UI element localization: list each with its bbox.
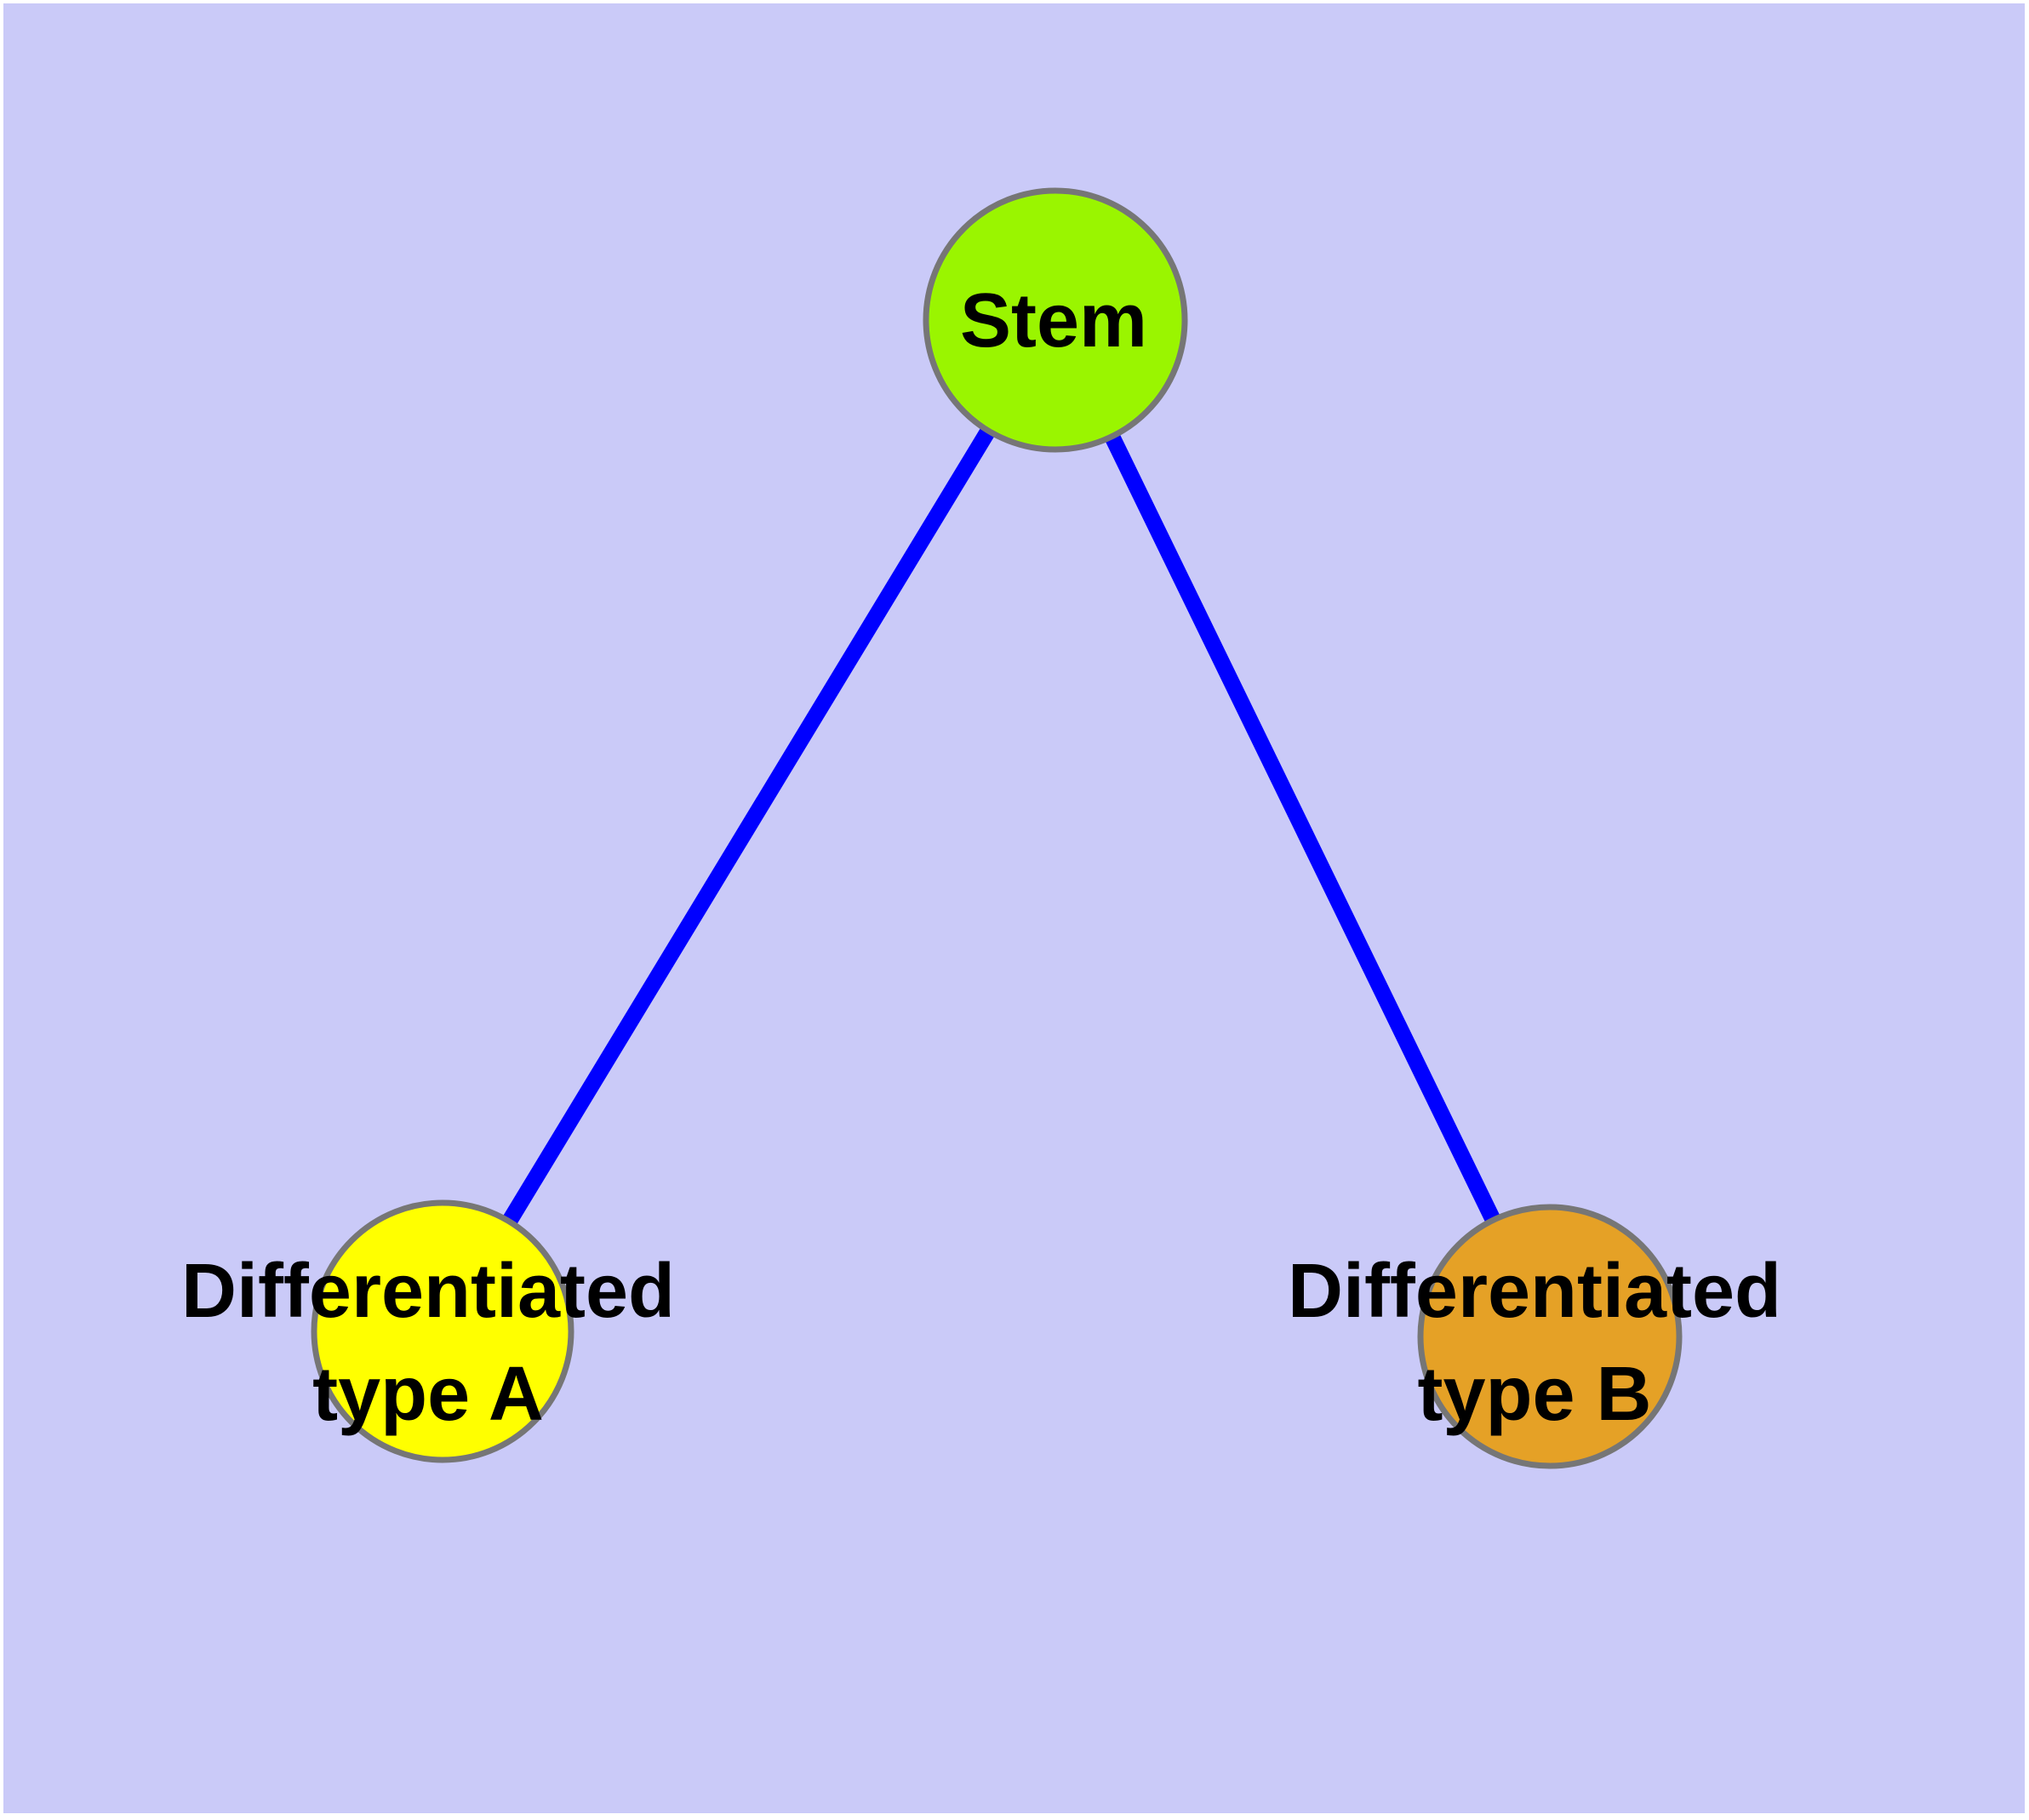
node-differentiated-type-a	[311, 1199, 574, 1463]
node-type-b-label-line1: Differentiated	[1288, 1249, 1781, 1334]
node-differentiated-type-b	[1417, 1204, 1683, 1469]
edge-stem-to-type-b	[1048, 316, 1557, 1341]
node-type-a-label-line1: Differentiated	[181, 1249, 675, 1334]
edge-stem-to-type-a	[435, 316, 1063, 1336]
node-stem-label: Stem	[960, 278, 1147, 363]
node-stem	[923, 187, 1188, 453]
node-type-b-label-line2: type B	[1417, 1352, 1651, 1437]
node-type-a-label-line2: type A	[312, 1352, 544, 1437]
